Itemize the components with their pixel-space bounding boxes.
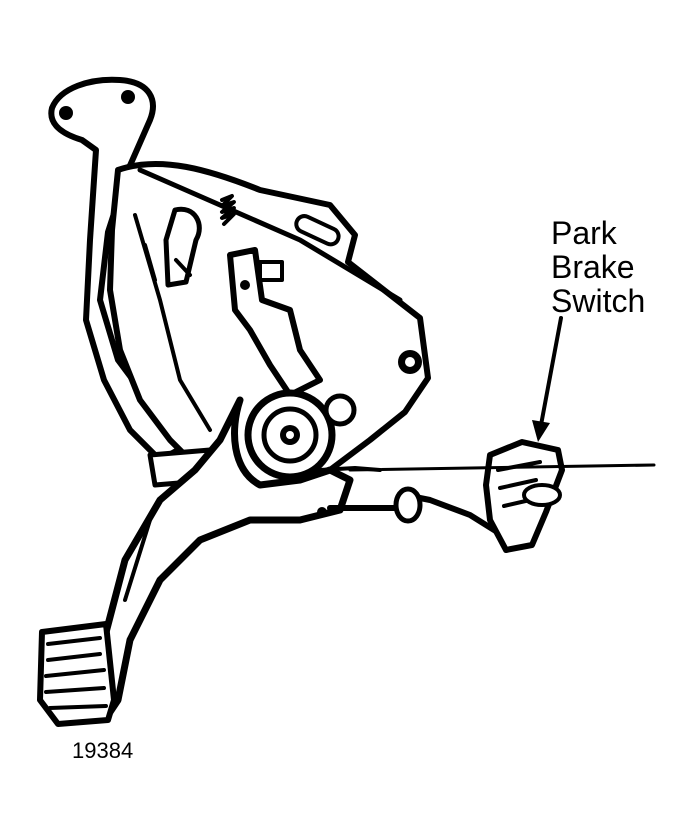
reference-line — [348, 463, 656, 472]
pawl-detail — [143, 243, 192, 282]
bracket-hole-left — [59, 106, 73, 120]
link-arm — [227, 247, 323, 398]
figure-number: 19384 — [72, 738, 134, 763]
housing-hole-inner — [405, 357, 415, 367]
callout-arrow-shaft — [539, 316, 563, 427]
callout-arrow-head — [532, 420, 550, 442]
pivot-hub-center — [286, 431, 294, 439]
pedal-pad-ridges — [44, 636, 108, 710]
housing-upper-edge — [137, 167, 403, 303]
link-clip — [258, 260, 284, 282]
actuator-bushing — [393, 486, 423, 524]
ratchet-pawl — [163, 206, 202, 288]
link-rivet — [240, 280, 250, 290]
arm-rivet — [317, 507, 327, 517]
callout-label-line-2: Brake — [551, 249, 635, 285]
bracket-hole-right — [121, 90, 135, 104]
switch-connector — [522, 483, 562, 507]
secondary-pivot — [323, 393, 357, 427]
callout-label-line-1: Park — [551, 215, 617, 251]
return-spring — [220, 194, 236, 226]
callout-label-line-3: Switch — [551, 283, 646, 319]
housing-slot — [294, 214, 341, 247]
